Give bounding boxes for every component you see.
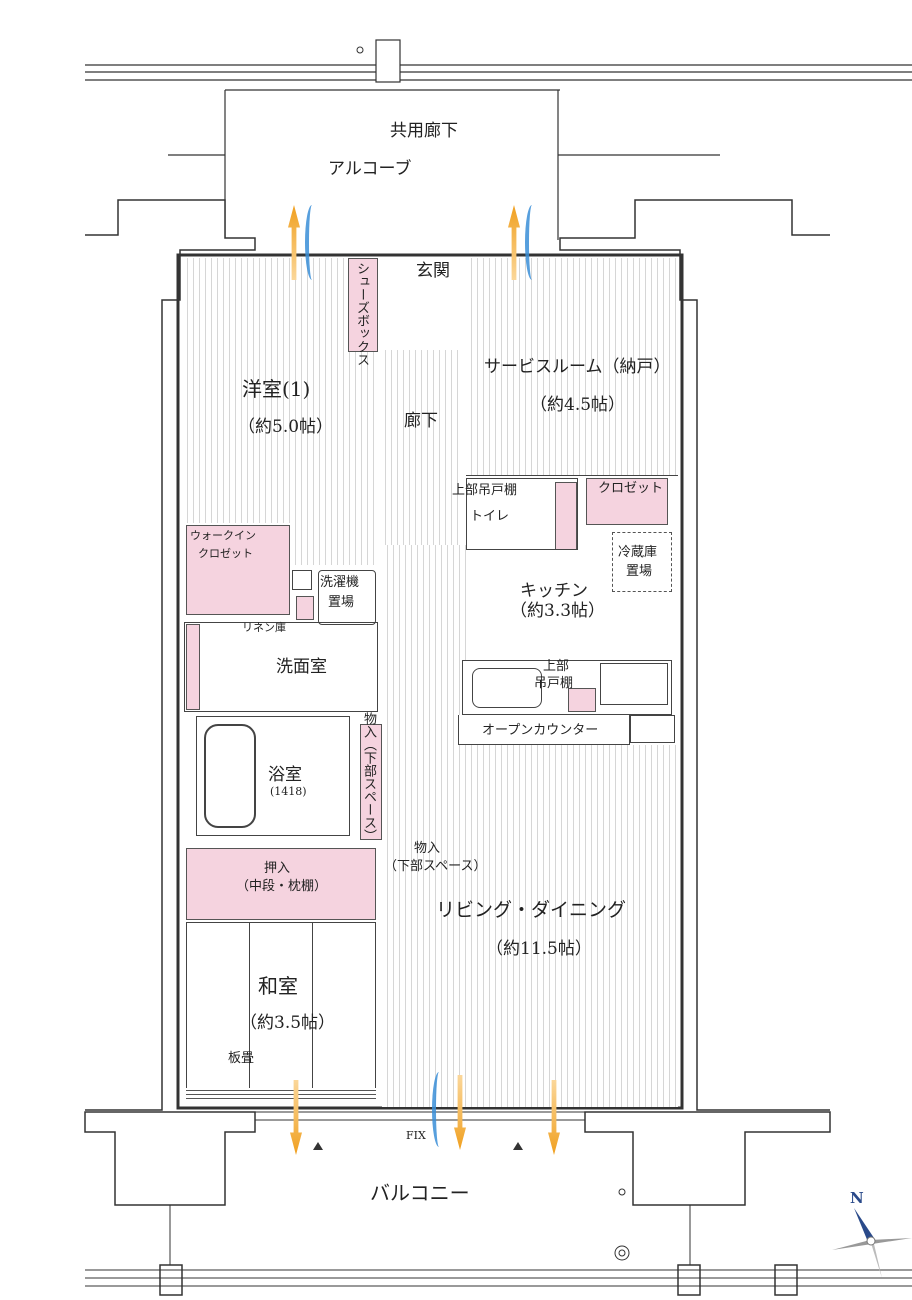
storage-label-2: （下部スペース） bbox=[384, 859, 487, 874]
bathroom-size: (1418) bbox=[270, 785, 307, 798]
compass-icon: N bbox=[832, 1189, 912, 1280]
linen-label: リネン庫 bbox=[242, 621, 286, 634]
service-room-size: （約4.5帖） bbox=[530, 395, 626, 415]
airflow-wave-icon bbox=[525, 205, 539, 280]
washroom-label: 洗面室 bbox=[276, 657, 327, 677]
living-label: リビング・ダイニング bbox=[436, 899, 627, 921]
storage-label-1: 物入 bbox=[414, 841, 441, 856]
kitchen-floor bbox=[466, 555, 676, 660]
airflow-wave-icon bbox=[432, 1072, 446, 1147]
fridge-label-2: 置場 bbox=[626, 564, 653, 579]
living-floor bbox=[382, 745, 678, 1107]
japanese-room-label: 和室 bbox=[258, 974, 298, 998]
washroom bbox=[184, 622, 378, 712]
storage-vertical-label: 物入（下部スペース） bbox=[360, 712, 376, 842]
western-room-size: （約5.0帖） bbox=[238, 417, 334, 437]
washer-label-2: 置場 bbox=[328, 595, 355, 610]
entrance-label: 玄関 bbox=[416, 261, 450, 281]
linen-closet bbox=[296, 596, 314, 620]
fridge-space bbox=[612, 532, 672, 592]
walkin-closet-label-2: クロゼット bbox=[198, 547, 253, 560]
bathroom-label: 浴室 bbox=[268, 765, 302, 785]
oshiire-closet bbox=[186, 848, 376, 920]
kitchen-label: キッチン bbox=[520, 581, 588, 601]
living-floor bbox=[382, 545, 466, 745]
living-size: （約11.5帖） bbox=[486, 939, 592, 959]
sink bbox=[472, 668, 542, 708]
hallway-label: 廊下 bbox=[404, 411, 438, 431]
toilet-upper-cabinet-label: 上部吊戸棚 bbox=[452, 483, 518, 498]
washer-label-1: 洗濯機 bbox=[320, 575, 360, 590]
service-room-label: サービスルーム（納戸） bbox=[484, 357, 671, 377]
alcove-label: アルコーブ bbox=[328, 159, 412, 179]
fix-window-label: FIX bbox=[406, 1129, 426, 1142]
airflow-wave-icon bbox=[305, 205, 319, 280]
fridge-label-1: 冷蔵庫 bbox=[618, 545, 658, 560]
kitchen-upper-cabinet bbox=[568, 688, 596, 712]
storage-closet bbox=[360, 724, 382, 840]
open-counter-label: オープンカウンター bbox=[482, 723, 599, 738]
vanity bbox=[186, 624, 200, 710]
shoebox bbox=[348, 258, 378, 352]
japanese-room-size: （約3.5帖） bbox=[240, 1013, 336, 1033]
hallway-floor bbox=[380, 350, 462, 550]
oshiire-label-1: 押入 bbox=[264, 861, 291, 876]
kitchen-size: （約3.3帖） bbox=[510, 601, 606, 621]
western-room-label: 洋室(1) bbox=[242, 377, 311, 401]
western-room-floor bbox=[182, 258, 378, 523]
walkin-closet-label-1: ウォークイン bbox=[190, 529, 256, 542]
closet bbox=[586, 478, 668, 525]
fixture bbox=[292, 570, 312, 590]
western-room-floor bbox=[290, 520, 378, 565]
kitchen-upper-cabinet-label-2: 吊戸棚 bbox=[534, 676, 574, 691]
bathtub bbox=[204, 724, 256, 828]
service-room-floor bbox=[466, 258, 678, 476]
japanese-room bbox=[186, 922, 376, 1090]
board-tatami-label: 板畳 bbox=[228, 1051, 255, 1066]
open-counter bbox=[458, 715, 630, 745]
oshiire-label-2: （中段・枕棚） bbox=[236, 879, 328, 894]
toilet-label: トイレ bbox=[470, 509, 510, 524]
stove bbox=[600, 663, 668, 705]
kitchen-upper-cabinet-label-1: 上部 bbox=[543, 659, 570, 674]
shoebox-label: シューズボックス bbox=[353, 262, 369, 366]
washer-space bbox=[318, 570, 376, 625]
common-corridor-label: 共用廊下 bbox=[390, 121, 458, 141]
counter-shelf bbox=[630, 715, 675, 743]
closet-label: クロゼット bbox=[598, 481, 664, 496]
walkin-closet bbox=[186, 525, 290, 615]
north-label: N bbox=[850, 1189, 864, 1207]
toilet-room bbox=[466, 478, 578, 550]
board-tatami-floor bbox=[186, 1088, 376, 1102]
balcony-label: バルコニー bbox=[370, 1181, 470, 1205]
